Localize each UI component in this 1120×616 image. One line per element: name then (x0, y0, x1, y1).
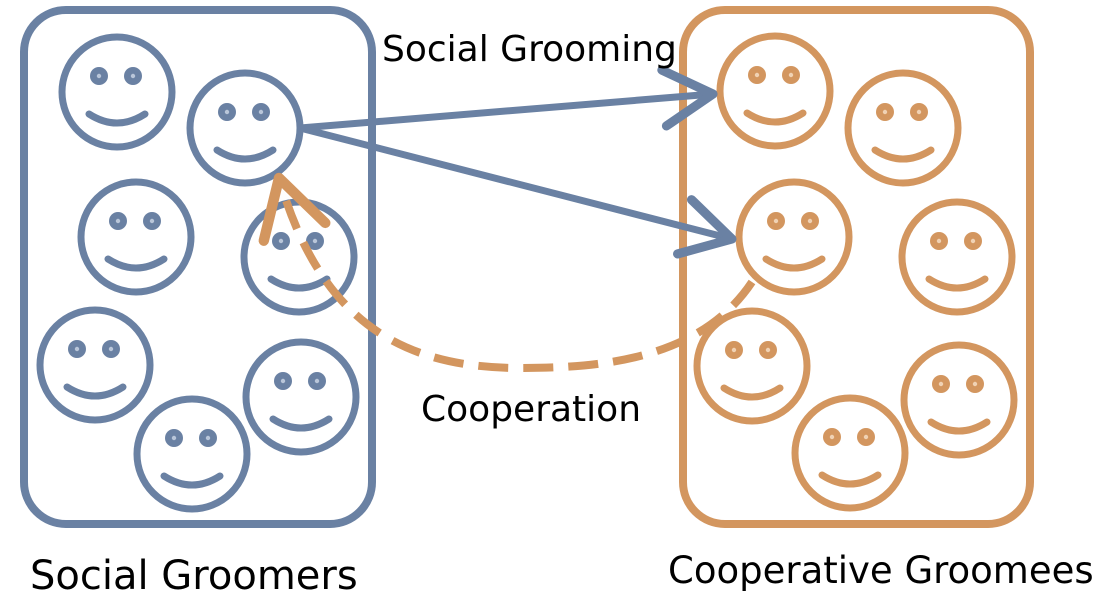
groomer-face-icon (81, 182, 191, 292)
groomer-face-icon (246, 342, 356, 452)
social-groomers-box (20, 6, 376, 528)
social-grooming-arrow-lower (299, 124, 737, 259)
groomee-face-icon (902, 202, 1012, 312)
cooperation-label: Cooperation (421, 389, 641, 430)
groomer-face-icon (62, 37, 172, 147)
groomee-face-icon (697, 311, 807, 421)
social-grooming-arrow-upper (299, 65, 718, 132)
groomee-face-icon (904, 345, 1014, 455)
groomee-face-icon (795, 398, 905, 508)
groomee-face-icon (739, 182, 849, 292)
groomer-face-icon (137, 399, 247, 509)
cooperative-groomees-label: Cooperative Groomees (668, 549, 1094, 592)
social-groomers-label: Social Groomers (30, 553, 358, 599)
social-grooming-label: Social Grooming (382, 29, 677, 70)
cooperation-arrow (258, 172, 756, 373)
groomer-face-icon (190, 73, 300, 183)
groomee-face-icon (720, 36, 830, 146)
groomee-face-icon (848, 73, 958, 183)
groomer-face-icon (40, 310, 150, 420)
cooperative-groomees-box (679, 6, 1034, 528)
